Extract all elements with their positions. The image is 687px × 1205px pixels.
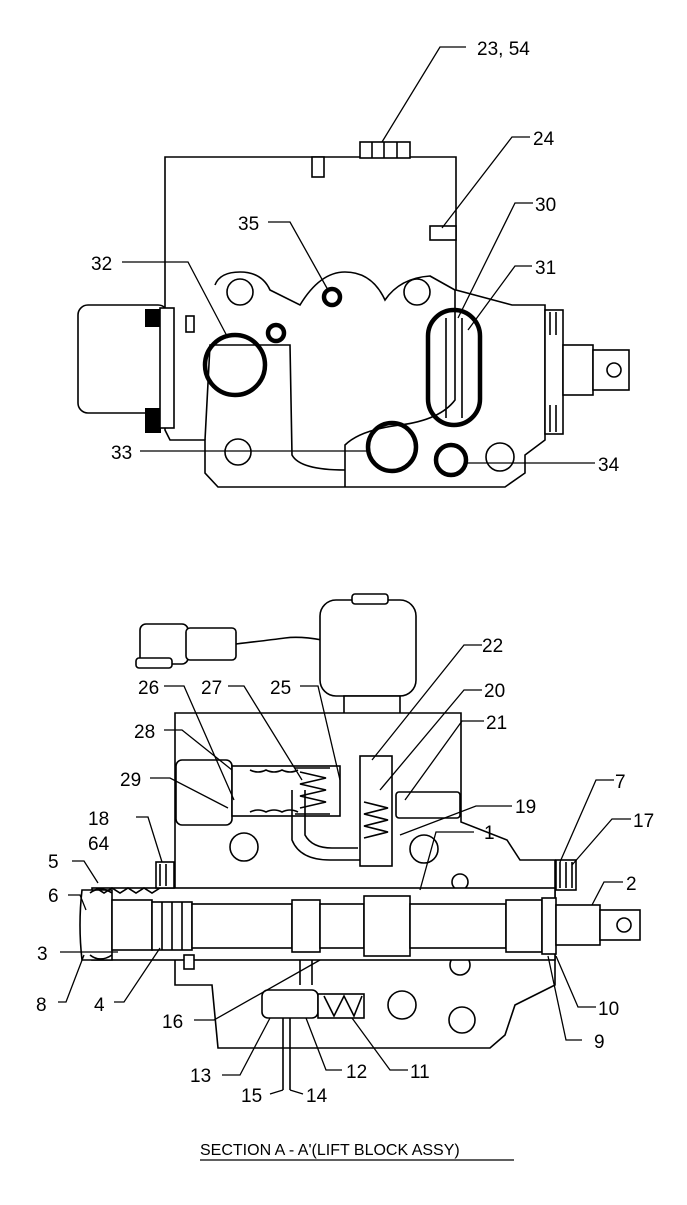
right-flange [544, 309, 564, 435]
port-30-31 [425, 307, 483, 428]
label-19: 19 [515, 797, 536, 818]
spool-eye [599, 909, 641, 941]
label-25: 25 [270, 678, 291, 699]
spool-land-3 [409, 903, 507, 949]
top-connector-23 [359, 141, 411, 159]
spool-end-2 [555, 904, 601, 946]
label-29: 29 [120, 770, 141, 791]
label-27: 27 [201, 678, 222, 699]
spool-cap-inner [111, 899, 153, 951]
left-flange [159, 307, 175, 429]
label-22: 22 [482, 636, 503, 657]
port-35 [321, 286, 343, 308]
label-2: 2 [626, 874, 637, 895]
section-view: 22 26 27 25 20 21 28 29 7 19 18 64 1 17 … [36, 593, 654, 1107]
section-port-left [229, 832, 259, 862]
section-port-right [409, 834, 439, 864]
spool-land-2 [363, 895, 411, 957]
label-35: 35 [238, 214, 259, 235]
label-17: 17 [633, 811, 654, 832]
label-7: 7 [615, 772, 626, 793]
label-30: 30 [535, 195, 556, 216]
label-34: 34 [598, 455, 620, 476]
label-11: 11 [410, 1062, 430, 1083]
label-31: 31 [535, 258, 556, 279]
port-32 [202, 332, 268, 398]
label-20: 20 [484, 681, 505, 702]
label-24: 24 [533, 129, 555, 150]
bolt-hole-tl [226, 278, 254, 306]
bolt-hole-tr [403, 278, 431, 306]
label-15: 15 [241, 1086, 262, 1107]
cartridge-29 [175, 759, 233, 826]
label-16: 16 [162, 1012, 183, 1033]
label-8: 8 [36, 995, 47, 1016]
cable [235, 636, 323, 645]
plug-18 [155, 861, 175, 889]
port-33 [365, 420, 419, 474]
label-6: 6 [48, 886, 59, 907]
label-33: 33 [111, 443, 132, 464]
label-21: 21 [486, 713, 507, 734]
bolt-hole-bl [224, 438, 252, 466]
top-view: 23, 54 24 30 35 31 32 33 34 [77, 39, 630, 488]
right-spool-eye [592, 349, 630, 391]
spring-5 [95, 887, 161, 894]
label-12: 12 [346, 1062, 367, 1083]
plug-24 [429, 225, 457, 241]
port-34 [433, 442, 469, 478]
spring-27 [299, 771, 327, 809]
label-13: 13 [190, 1066, 211, 1087]
label-23-54: 23, 54 [477, 39, 530, 60]
label-28: 28 [134, 722, 155, 743]
solenoid-coil [319, 599, 417, 697]
label-32: 32 [91, 254, 112, 275]
label-64: 64 [88, 834, 110, 855]
right-spool-neck [562, 344, 594, 396]
label-1: 1 [484, 823, 495, 844]
left-cap-ring-bottom [145, 408, 161, 433]
bolt-hole-br [485, 442, 515, 472]
left-cap-ring-top [145, 309, 161, 327]
label-9: 9 [594, 1032, 605, 1053]
section-caption: SECTION A - A'(LIFT BLOCK ASSY) [200, 1142, 460, 1159]
tab-notch [311, 156, 325, 178]
label-14: 14 [306, 1086, 328, 1107]
label-4: 4 [94, 995, 105, 1016]
label-10: 10 [598, 999, 619, 1020]
spool-cap-6 [79, 889, 113, 961]
label-26: 26 [138, 678, 159, 699]
port-small [265, 322, 287, 344]
label-3: 3 [37, 944, 48, 965]
spool-land-1 [191, 903, 293, 949]
spring-11 [323, 994, 363, 1018]
plug-21 [395, 791, 461, 819]
relief-body-13 [261, 989, 319, 1019]
label-18: 18 [88, 809, 109, 830]
label-5: 5 [48, 852, 59, 873]
